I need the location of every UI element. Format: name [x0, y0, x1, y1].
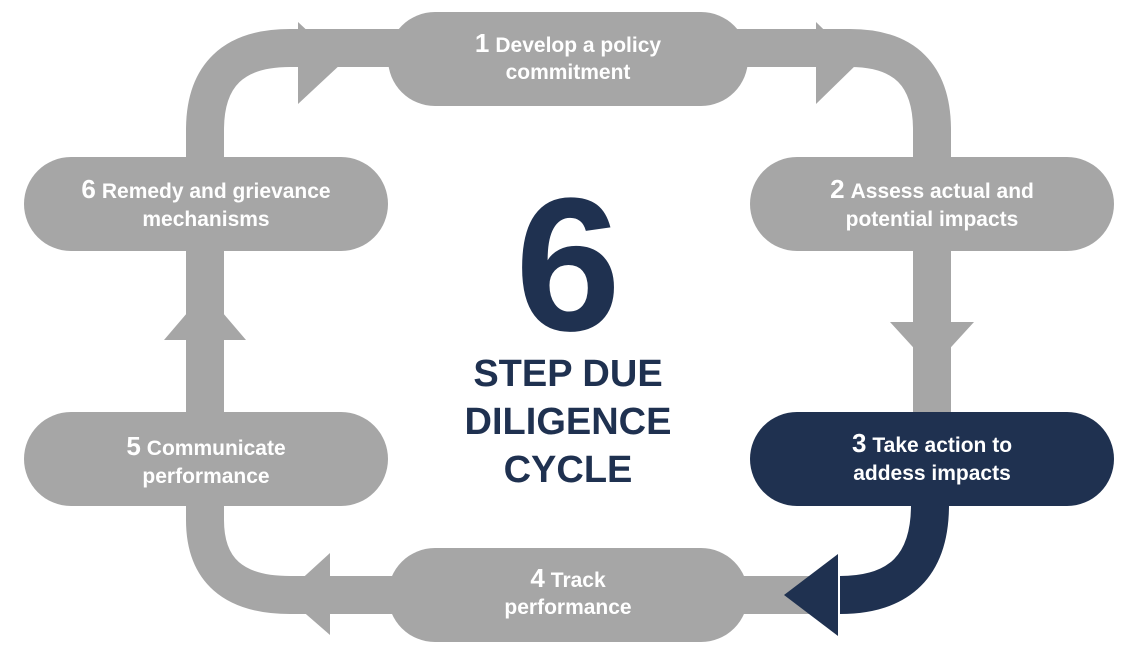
step-6-line2: mechanisms	[142, 208, 269, 231]
step-2-line2: potential impacts	[846, 208, 1019, 231]
connector-bottom	[186, 500, 810, 614]
center-title-line-1: STEP DUE	[473, 353, 662, 395]
step-5: 5 Communicate performance	[24, 412, 388, 506]
center-title-group: 6 STEP DUE DILIGENCE CYCLE	[465, 159, 672, 491]
step-3-line1: Take action to	[872, 434, 1012, 457]
step-6-pill	[24, 157, 388, 251]
step-2: 2 Assess actual and potential impacts	[750, 157, 1114, 251]
step-4-line1: Track	[551, 569, 606, 592]
step-3-pill	[750, 412, 1114, 506]
center-title-line-3: CYCLE	[504, 449, 633, 491]
step-4-line2: performance	[504, 596, 631, 619]
arrowhead-left-up	[164, 292, 246, 340]
step-5-line2: performance	[142, 465, 269, 488]
step-2-pill	[750, 157, 1114, 251]
step-4: 4 Track performance	[388, 548, 748, 642]
step-1-pill	[388, 12, 748, 106]
step-2-line1: Assess actual and	[851, 180, 1034, 203]
center-number: 6	[515, 159, 621, 371]
step-1-line2: commitment	[506, 61, 631, 84]
arrowhead-top-right	[816, 22, 858, 104]
step-5-number: 5	[126, 431, 140, 461]
arrowhead-top-left	[298, 22, 342, 104]
highlight-arrow-curve	[839, 504, 949, 614]
step-3-number: 3	[852, 428, 866, 458]
step-4-number: 4	[530, 563, 545, 593]
step-2-number: 2	[830, 174, 844, 204]
step-1-number: 1	[475, 28, 489, 58]
step-3: 3 Take action to addess impacts	[750, 412, 1114, 506]
highlight-arrowhead	[784, 554, 838, 636]
step-5-pill	[24, 412, 388, 506]
step-1: 1 Develop a policy commitment	[388, 12, 748, 106]
step-6: 6 Remedy and grievance mechanisms	[24, 157, 388, 251]
center-title-line-2: DILIGENCE	[465, 401, 672, 443]
step-3-line2: addess impacts	[853, 462, 1011, 485]
step-5-line1: Communicate	[147, 437, 286, 460]
arrowhead-bottom-left	[284, 553, 330, 635]
step-6-number: 6	[81, 174, 95, 204]
arrowhead-right-down	[890, 322, 974, 368]
step-1-line1: Develop a policy	[495, 34, 661, 57]
step-4-pill	[388, 548, 748, 642]
step-6-line1: Remedy and grievance	[102, 180, 331, 203]
